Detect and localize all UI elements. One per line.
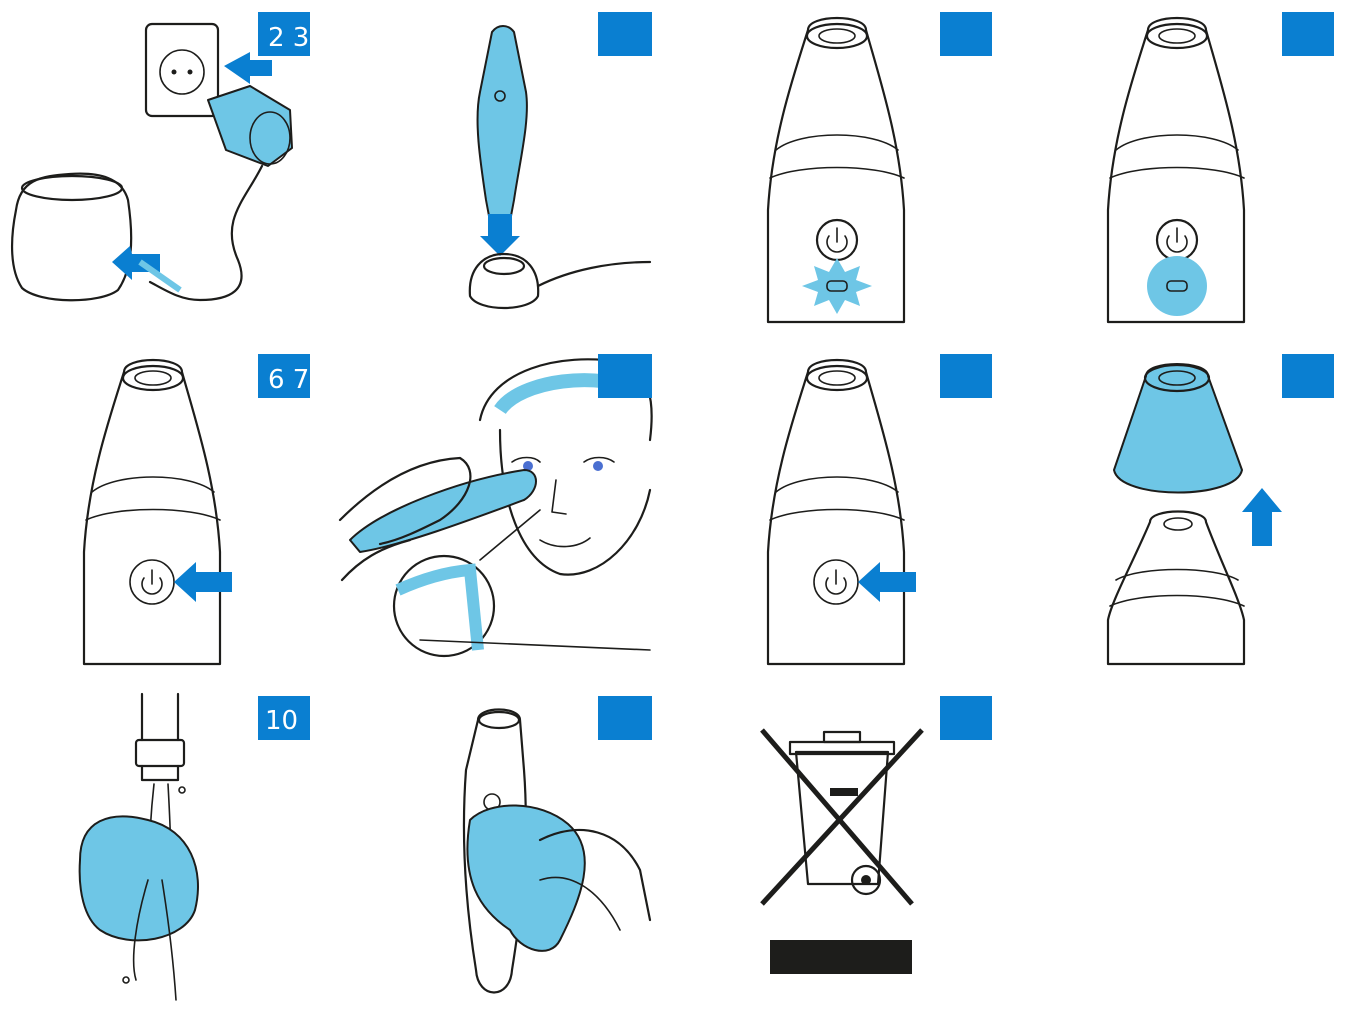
rinse-under-tap-icon [78, 692, 199, 1001]
step-badge [1282, 12, 1334, 56]
power-button-off-icon [766, 358, 916, 666]
panel-11 [760, 696, 992, 974]
panel-7 [766, 354, 992, 666]
remove-brush-head-icon [1106, 363, 1282, 666]
step-badge [598, 12, 652, 56]
panel-8 [1106, 354, 1334, 666]
step-badge [1282, 354, 1334, 398]
step-badge [258, 12, 310, 56]
step-badge [940, 354, 992, 398]
charger-plug-icon [10, 22, 293, 302]
panel-10 [462, 696, 652, 994]
indicator-flashing-icon [766, 16, 906, 324]
face-application-icon [338, 358, 653, 658]
weee-crossed-bin-icon [760, 728, 924, 974]
wipe-with-cloth-icon [462, 708, 652, 994]
panel-5: 6 7 [82, 354, 310, 666]
panel-1: 2 3 [10, 12, 310, 302]
panel-3 [766, 12, 992, 324]
step-badge [940, 12, 992, 56]
step-number: 10 [265, 706, 298, 736]
step-badge [258, 354, 310, 398]
device-docking-icon [468, 25, 652, 310]
panel-2 [468, 12, 652, 310]
step-number: 2 3 [268, 23, 309, 53]
power-button-press-icon [82, 358, 232, 666]
indicator-lit-icon [1106, 16, 1246, 324]
step-badge [598, 696, 652, 740]
panel-9: 10 [78, 692, 310, 1001]
step-number: 6 7 [268, 365, 309, 395]
step-badge [598, 354, 652, 398]
step-badge [258, 696, 310, 740]
step-badge [940, 696, 992, 740]
panel-6 [338, 354, 653, 658]
panel-4 [1106, 12, 1334, 324]
